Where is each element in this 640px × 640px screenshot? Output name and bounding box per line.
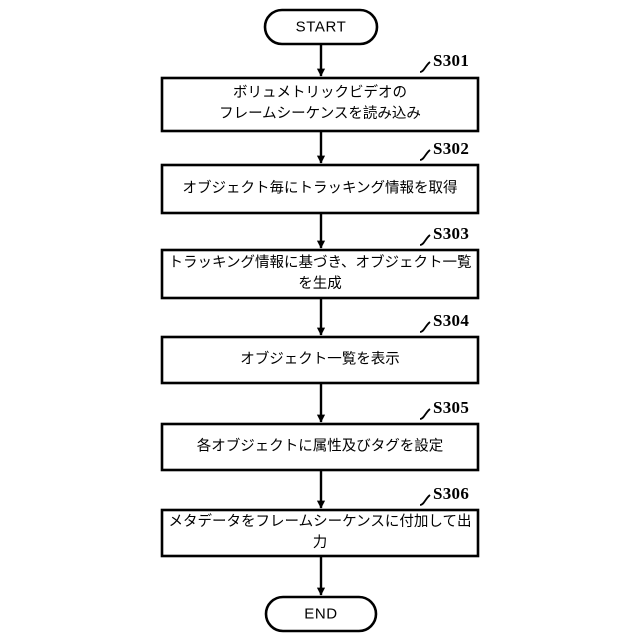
process-label-s303: トラッキング情報に基づき、オブジェクト一覧を生成	[168, 254, 472, 292]
step-id-label-s305: S305	[433, 398, 470, 417]
step-id-label-s304: S304	[433, 311, 470, 330]
callout-hook-s302	[419, 149, 431, 161]
process-box-s303	[160, 248, 480, 300]
step-id-label-s301: S301	[433, 51, 470, 70]
start-terminal-label: START	[295, 18, 347, 36]
callout-hook-s301	[419, 61, 431, 73]
process-label-s304: オブジェクト一覧を表示	[240, 351, 400, 368]
process-label-s305: 各オブジェクトに属性及びタグを設定	[196, 438, 444, 455]
process-box-s306	[160, 508, 480, 558]
process-label-s302: オブジェクト毎にトラッキング情報を取得	[182, 180, 458, 197]
end-terminal-shape	[264, 595, 378, 633]
process-box-s302	[160, 163, 480, 215]
process-box-s301	[160, 76, 480, 133]
process-label-s306: メタデータをフレームシーケンスに付加して出力	[168, 513, 472, 551]
callout-hook-s305	[419, 408, 431, 420]
step-id-label-s306: S306	[433, 484, 470, 503]
callout-hook-s303	[419, 234, 431, 246]
process-box-s304	[160, 335, 480, 385]
process-label-s301: ボリュメトリックビデオの フレームシーケンスを読み込み	[219, 84, 421, 122]
callout-hook-s306	[419, 494, 431, 506]
end-terminal-label: END	[304, 605, 338, 623]
callout-hook-s304	[419, 321, 431, 333]
step-id-label-s302: S302	[433, 139, 470, 158]
step-id-label-s303: S303	[433, 224, 470, 243]
